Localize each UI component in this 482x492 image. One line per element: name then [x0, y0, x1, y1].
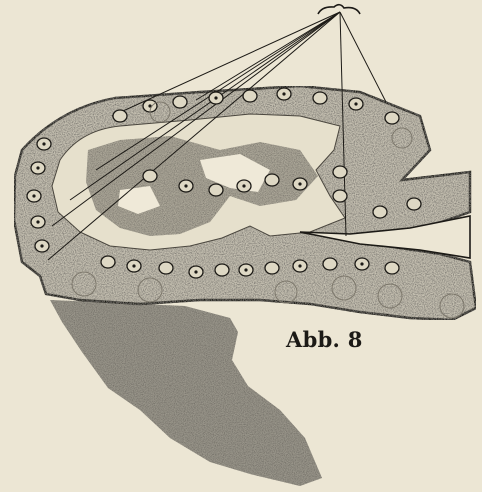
- lower-tissue-mass: [50, 300, 322, 486]
- figure-caption: Abb. 8: [286, 327, 363, 352]
